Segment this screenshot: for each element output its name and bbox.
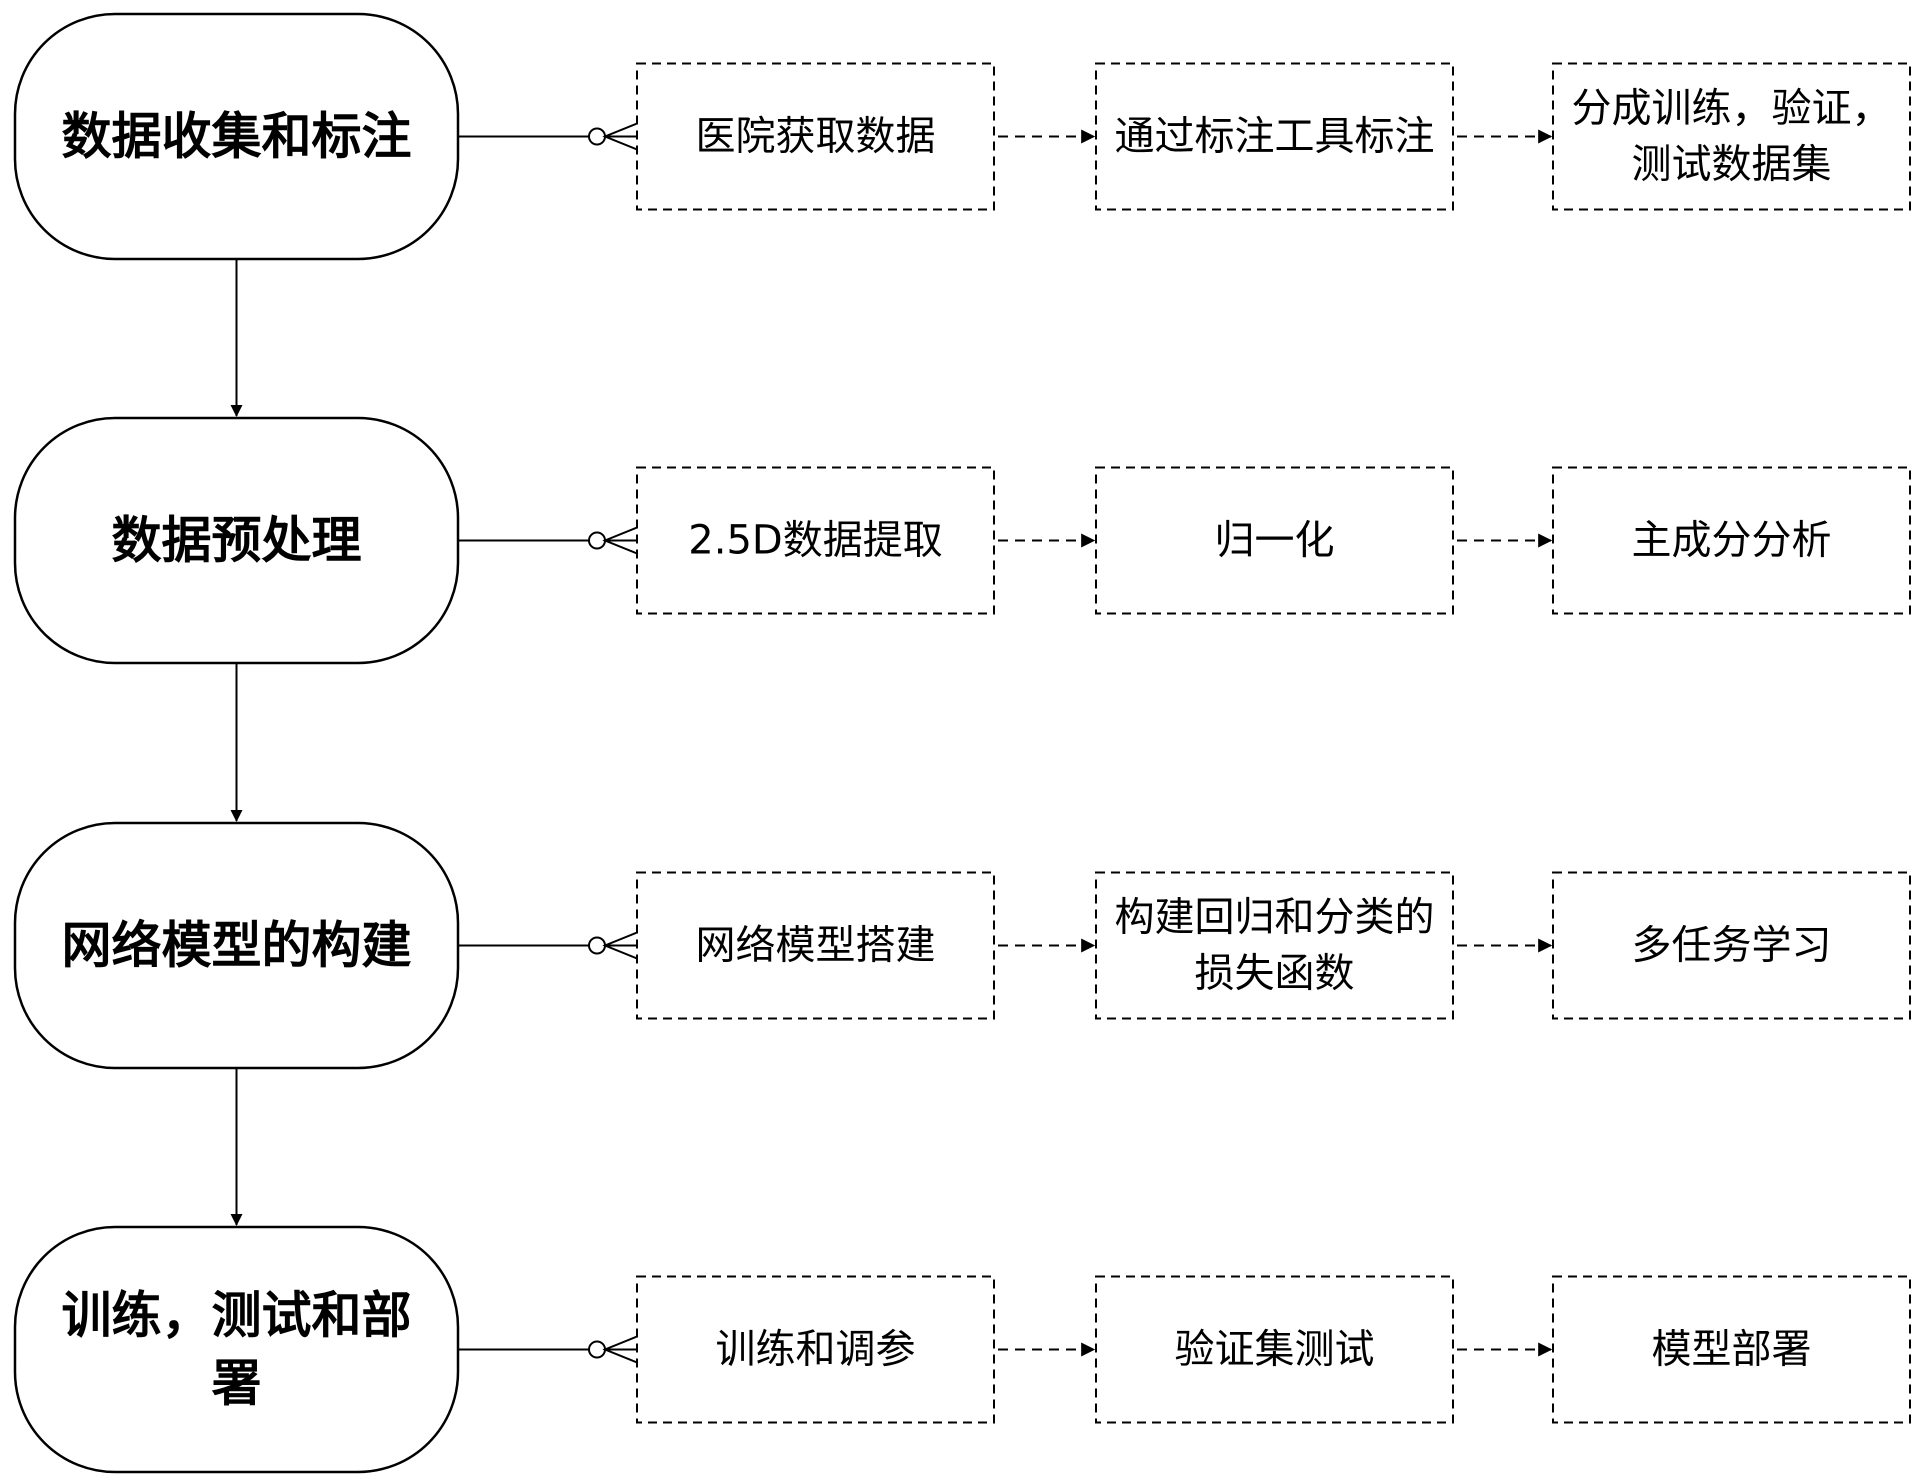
stage-label: 网络模型的构建 (62, 917, 412, 975)
step-box-4-2 (1095, 1275, 1454, 1424)
crows-foot-connector (602, 122, 638, 151)
step-box-3-2 (1095, 871, 1454, 1020)
step-box-1-1 (636, 62, 995, 211)
step-box-3-1 (636, 871, 995, 1020)
stage-label: 署 (212, 1355, 262, 1413)
step-label: 测试数据集 (1632, 142, 1832, 188)
step-box-1-3 (1552, 62, 1911, 211)
step-label: 通过标注工具标注 (1115, 114, 1435, 160)
step-box-4-3 (1552, 1275, 1911, 1424)
crows-foot-connector (602, 931, 638, 960)
step-label: 医院获取数据 (696, 114, 936, 160)
step-label: 2.5D数据提取 (688, 518, 942, 564)
step-label: 分成训练，验证， (1572, 86, 1892, 132)
step-box-1-2 (1095, 62, 1454, 211)
step-label: 主成分分析 (1632, 518, 1832, 564)
stage-label: 数据预处理 (112, 512, 362, 570)
step-label: 多任务学习 (1632, 923, 1832, 969)
step-label: 归一化 (1215, 518, 1335, 564)
stage-label: 训练，测试和部 (62, 1287, 412, 1345)
step-box-3-3 (1552, 871, 1911, 1020)
step-label: 损失函数 (1195, 951, 1355, 997)
step-box-2-1 (636, 466, 995, 615)
step-label: 网络模型搭建 (696, 923, 936, 969)
step-label: 模型部署 (1652, 1327, 1812, 1373)
step-label: 构建回归和分类的 (1115, 895, 1435, 941)
step-box-2-3 (1552, 466, 1911, 615)
step-label: 验证集测试 (1175, 1327, 1375, 1373)
step-box-2-2 (1095, 466, 1454, 615)
crows-foot-connector (602, 526, 638, 555)
step-label: 训练和调参 (716, 1327, 916, 1373)
stage-label: 数据收集和标注 (62, 108, 412, 166)
step-box-4-1 (636, 1275, 995, 1424)
stage-box-4 (13, 1225, 460, 1474)
crows-foot-connector (602, 1335, 638, 1364)
